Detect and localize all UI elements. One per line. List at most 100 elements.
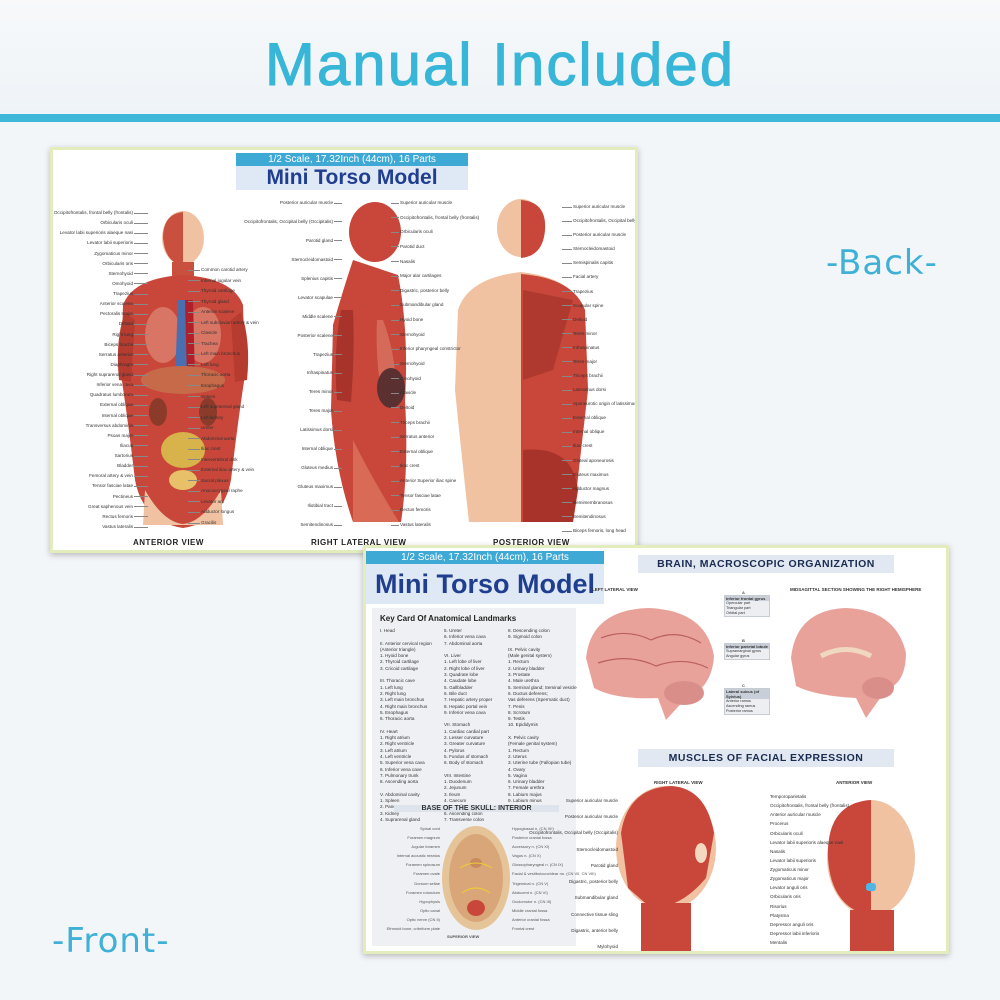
anterior-leader-line <box>134 283 148 285</box>
lateral-leader-line <box>391 363 399 365</box>
anterior-leader-line <box>134 273 148 275</box>
anterior-leader-line <box>134 526 148 528</box>
facial-muscle-label: Depressor labii inferioris <box>770 930 820 936</box>
lateral-leader-line <box>391 261 399 263</box>
anterior-leader-line <box>134 313 148 315</box>
lateral-leader-line <box>391 246 399 248</box>
posterior-label: Scapular spine <box>573 302 604 308</box>
anterior-leader-line <box>188 290 200 292</box>
anterior-leader-line <box>134 303 148 305</box>
gyrus-legend-heading: Inferior parietal lobule <box>725 644 769 649</box>
posterior-leader-line <box>562 389 572 391</box>
lateral-label: Trapezius <box>313 351 333 357</box>
anterior-leader-line <box>188 301 200 303</box>
posterior-leader-line <box>562 403 572 405</box>
lateral-leader-line <box>334 316 342 318</box>
lateral-leader-line <box>334 221 342 223</box>
facial-section-title: MUSCLES OF FACIAL EXPRESSION <box>638 749 894 767</box>
posterior-leader-line <box>562 262 572 264</box>
facial-muscle-label: Mentalis <box>770 940 788 945</box>
skull-label: Spinal cord <box>419 826 440 831</box>
skull-label: Foramen magnum <box>407 835 440 841</box>
lateral-label: Tensor fasciae latae <box>400 492 441 498</box>
posterior-leader-line <box>562 417 572 419</box>
front-model-title: Mini Torso Model <box>366 564 604 604</box>
posterior-label: Adductor magnus <box>573 485 610 491</box>
lateral-label: Iliotibial tract <box>307 503 333 509</box>
page-title: Manual Included <box>264 31 736 99</box>
anterior-label: Ureter <box>201 425 214 431</box>
anterior-label: Esophagus <box>201 382 224 388</box>
posterior-label: Gluteus maximus <box>573 471 609 477</box>
posterior-label: Sternocleidomastoid <box>573 246 615 252</box>
anterior-leader-line <box>134 425 148 427</box>
lateral-leader-line <box>391 231 399 233</box>
skull-label: Optic canal <box>419 907 440 913</box>
lateral-label: Latissimus dorsi <box>300 427 333 433</box>
anterior-label: Internal jugular vein <box>201 277 242 283</box>
anterior-label: Bladder <box>117 463 133 469</box>
anterior-leader-line <box>188 311 200 313</box>
posterior-label: Infraspinatus <box>573 344 600 350</box>
anterior-label: Sartorius <box>114 453 133 459</box>
anterior-leader-line <box>134 404 148 406</box>
anterior-label: Quadratus lumborum <box>89 392 133 398</box>
lateral-label: Sternohyoid <box>400 331 425 337</box>
lateral-label: Triceps brachii <box>400 419 430 425</box>
anterior-label: Serratus anterior <box>98 351 133 357</box>
back-view-label-2: RIGHT LATERAL VIEW <box>311 538 407 547</box>
anterior-label: Trachea <box>201 340 218 346</box>
lateral-leader-line <box>334 467 342 469</box>
brain-left-view-label: LEFT LATERAL VIEW <box>592 587 638 592</box>
skull-label: Foramen spinosum <box>405 862 440 868</box>
posterior-leader-line <box>562 276 572 278</box>
anterior-label: Iliac crest <box>201 446 221 452</box>
anterior-leader-line <box>134 475 148 477</box>
posterior-leader-line <box>562 460 572 462</box>
lateral-label: Nasalis <box>400 258 416 264</box>
anterior-leader-line <box>134 394 148 396</box>
posterior-leader-line <box>562 516 572 518</box>
anterior-leader-line <box>134 506 148 508</box>
facial-muscle-label: Levator labii superioris alaeque nasi <box>770 839 844 845</box>
anterior-label: Right lung <box>112 331 133 337</box>
lateral-leader-line <box>391 407 399 409</box>
lateral-leader-line <box>391 465 399 467</box>
key-card: Key Card Of Anatomical Landmarks I. Head… <box>372 608 596 946</box>
posterior-torso-figure <box>455 199 588 522</box>
anterior-label: Right suprarenal gland <box>86 372 133 378</box>
posterior-label: Trapezius <box>573 288 593 294</box>
lateral-label: Splenius capitis <box>301 275 333 281</box>
posterior-label: External oblique <box>573 415 606 421</box>
facial-muscle-label: Procerus <box>770 821 789 827</box>
posterior-leader-line <box>562 333 572 335</box>
posterior-label: Superior auricular muscle <box>573 204 626 209</box>
anterior-label: Thyroid cartilage <box>201 288 235 294</box>
back-scale-banner: 1/2 Scale, 17.32Inch (44cm), 16 Parts <box>236 153 468 166</box>
skull-label: Internal acoustic meatus <box>396 853 440 859</box>
lateral-leader-line <box>391 217 399 219</box>
anterior-leader-line <box>188 385 200 387</box>
lateral-label: Occipitofrontalis, frontal belly (fronta… <box>400 214 480 220</box>
skull-label: Hypoglossal n. (CN XII) <box>512 826 554 831</box>
posterior-leader-line <box>562 431 572 433</box>
anterior-label: Left subclavian artery & vein <box>201 319 259 325</box>
anterior-leader-line <box>134 293 148 295</box>
posterior-leader-line <box>562 488 572 490</box>
anterior-label: Anterior scalene <box>201 309 235 315</box>
lateral-leader-line <box>334 297 342 299</box>
gyrus-legend-heading: Inferior frontal gyrus <box>725 596 769 601</box>
skull-label: Glossopharyngeal n. (CN IX) <box>512 862 564 868</box>
anterior-leader-line <box>188 511 200 513</box>
facial-muscle-label: Depressor anguli oris <box>770 921 814 927</box>
anterior-leader-line <box>188 427 200 429</box>
anterior-leader-line <box>134 516 148 518</box>
skull-label: Hypophysis <box>419 898 440 904</box>
anterior-leader-line <box>134 465 148 467</box>
front-illustrations <box>586 608 915 951</box>
anterior-label: Spleen <box>201 393 216 399</box>
posterior-leader-line <box>562 291 572 293</box>
skull-label: Dorsum sellae <box>414 880 440 886</box>
posterior-label: Deltoid <box>573 316 588 322</box>
